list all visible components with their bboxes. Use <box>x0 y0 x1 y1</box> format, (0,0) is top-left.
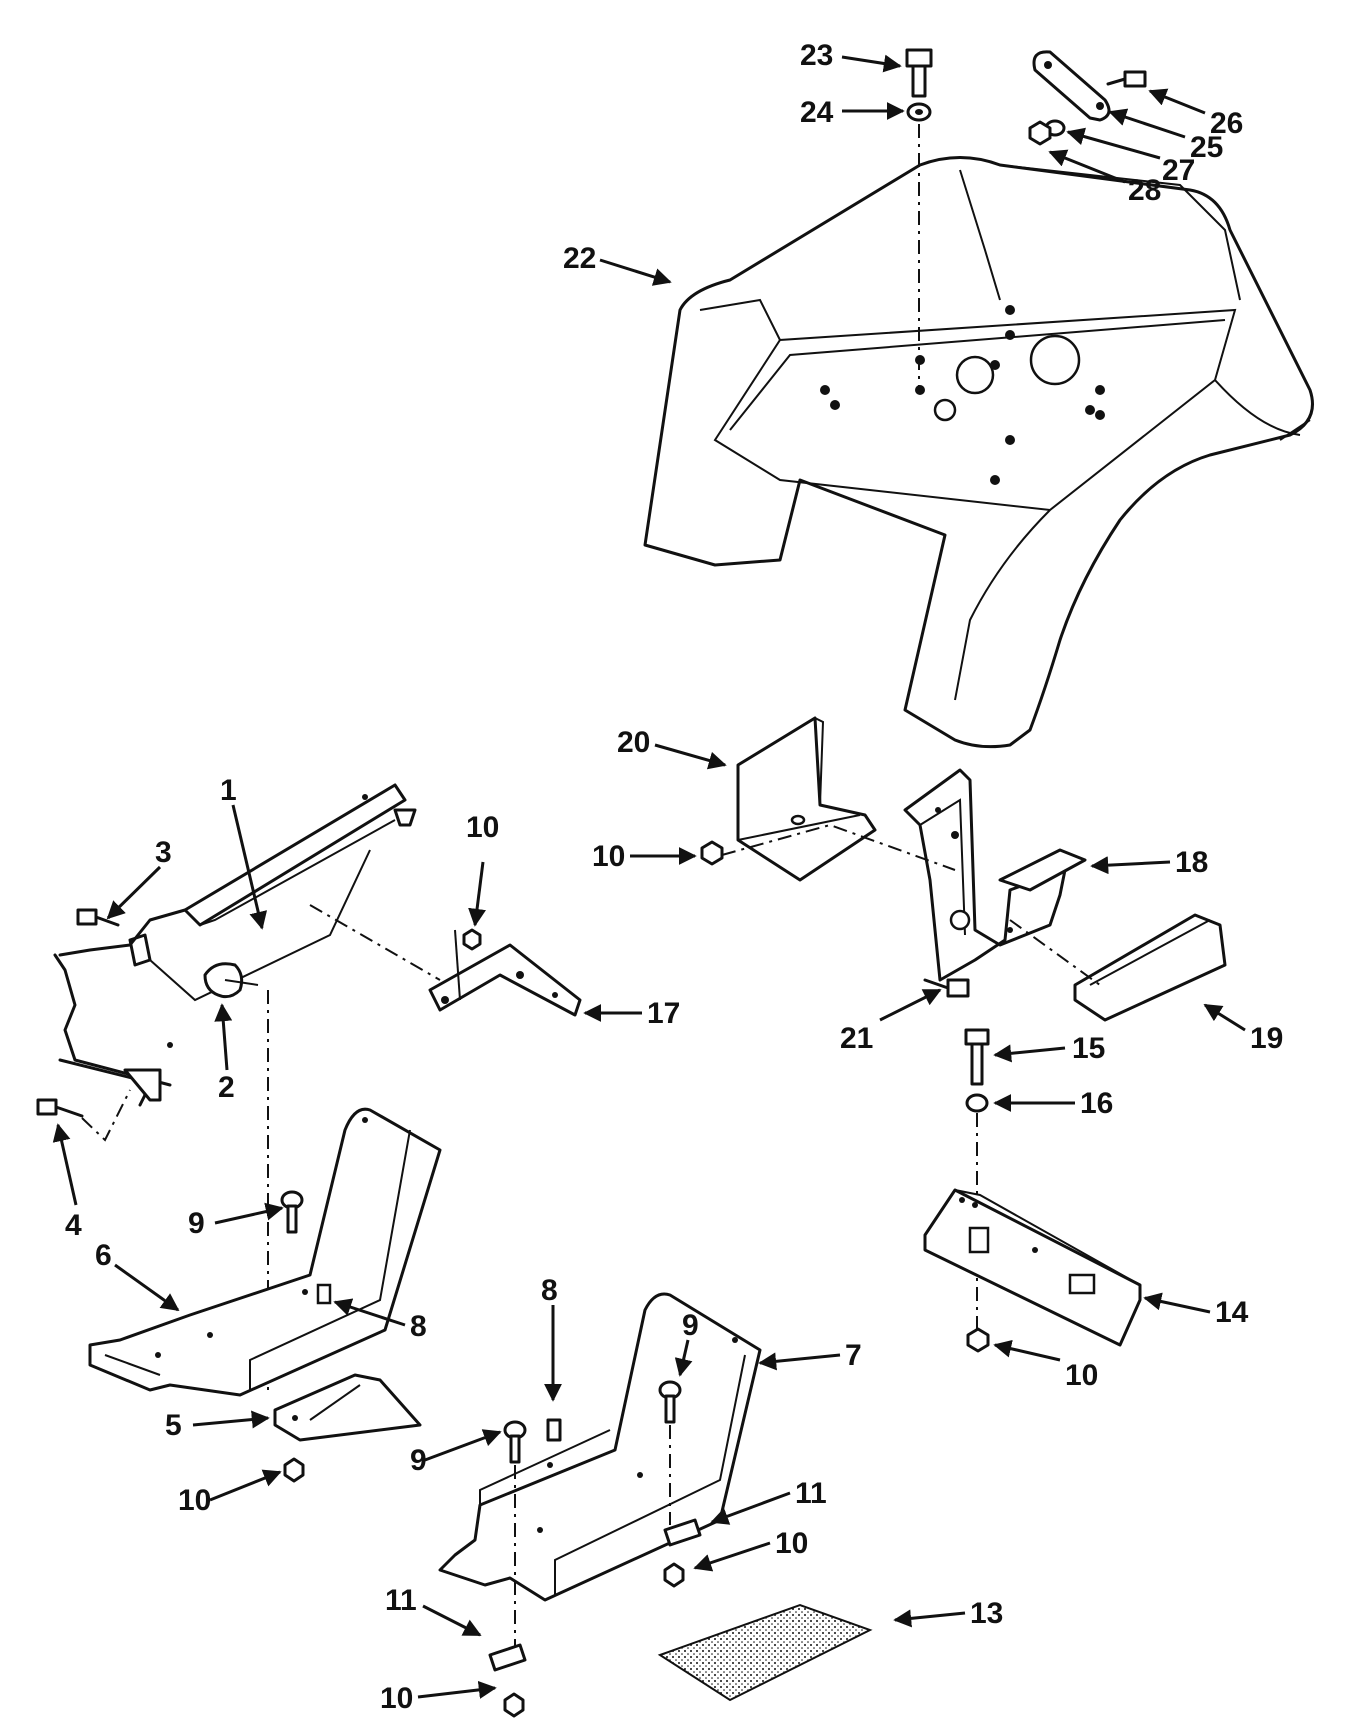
bolt-part-23 <box>905 48 933 98</box>
bolt-part-15 <box>964 1028 990 1086</box>
bolt-part-9 <box>280 1190 304 1234</box>
callout-3: 3 <box>155 836 172 869</box>
callout-arrows <box>52 54 1246 1699</box>
nut-part-10 <box>503 1692 525 1718</box>
callout-14: 14 <box>1215 1296 1249 1329</box>
callout-9-b: 9 <box>410 1444 427 1477</box>
callout-22: 22 <box>563 242 596 275</box>
bolt-part-9 <box>658 1380 682 1424</box>
bracket-part-5 <box>273 1373 422 1442</box>
callout-8-b: 8 <box>541 1274 558 1307</box>
callout-18: 18 <box>1175 846 1208 879</box>
clip-part-11 <box>663 1518 702 1547</box>
nut-part-10 <box>663 1562 685 1588</box>
callout-11-a: 11 <box>795 1477 827 1510</box>
nut-part-10 <box>966 1327 990 1353</box>
bolt-part-9 <box>503 1420 527 1464</box>
callout-1: 1 <box>220 774 237 807</box>
callout-13: 13 <box>970 1597 1003 1630</box>
callout-25: 25 <box>1190 131 1223 164</box>
screw-part-26 <box>1106 70 1147 88</box>
decal-part-13 <box>657 1603 873 1702</box>
nut-part-28 <box>1028 120 1052 146</box>
callout-10-e: 10 <box>775 1527 808 1560</box>
washer-part-16 <box>965 1093 989 1113</box>
callout-27: 27 <box>1162 154 1195 187</box>
screw-part-4 <box>36 1098 84 1118</box>
callout-7: 7 <box>845 1339 862 1372</box>
bracket-part-1 <box>53 783 407 1107</box>
nut-part-10 <box>462 928 482 951</box>
bracket-part-18 <box>903 768 1087 982</box>
callout-19: 19 <box>1250 1022 1283 1055</box>
footrest-part-7 <box>438 1292 762 1602</box>
nut-part-10 <box>283 1457 305 1483</box>
screw-part-3 <box>76 908 120 927</box>
callout-9-a: 9 <box>188 1207 205 1240</box>
leader-line <box>1009 919 1101 986</box>
callout-labels: 23 24 26 25 27 28 22 20 18 10 21 19 15 1… <box>65 39 1283 1715</box>
callout-23: 23 <box>800 39 833 72</box>
callout-28: 28 <box>1128 174 1161 207</box>
callout-21: 21 <box>840 1022 873 1055</box>
nut-part-10 <box>700 840 724 866</box>
fender-part-22 <box>643 156 1314 749</box>
callout-17: 17 <box>647 997 680 1030</box>
callout-16: 16 <box>1080 1087 1113 1120</box>
footrest-part-6 <box>88 1107 442 1397</box>
leader-line <box>81 1089 131 1142</box>
bracket-part-14 <box>923 1188 1142 1347</box>
callout-10-d: 10 <box>178 1484 211 1517</box>
bracket-part-20 <box>736 716 877 882</box>
callout-8-a: 8 <box>410 1310 427 1343</box>
callout-5: 5 <box>165 1409 182 1442</box>
bracket-part-17 <box>428 929 582 1017</box>
leader-line <box>309 904 441 981</box>
callout-2: 2 <box>218 1071 235 1104</box>
plate-part-25 <box>1032 50 1111 122</box>
callout-10-a: 10 <box>592 840 625 873</box>
knob-part-2 <box>203 962 259 999</box>
callout-10-b: 10 <box>1065 1359 1098 1392</box>
callout-11-b: 11 <box>385 1584 417 1617</box>
callout-4: 4 <box>65 1209 82 1242</box>
callout-20: 20 <box>617 726 650 759</box>
callout-26: 26 <box>1210 107 1243 140</box>
callout-9-c: 9 <box>682 1309 699 1342</box>
clip-part <box>393 808 417 827</box>
callout-15: 15 <box>1072 1032 1105 1065</box>
callout-10-c: 10 <box>466 811 499 844</box>
clip-part-11 <box>488 1643 527 1672</box>
callout-6: 6 <box>95 1239 112 1272</box>
bolt-part-21 <box>923 978 970 998</box>
leader-line <box>721 823 956 871</box>
washer-part-24 <box>906 102 932 122</box>
callout-10-f: 10 <box>380 1682 413 1715</box>
callout-24: 24 <box>800 96 834 129</box>
bracket-part-19 <box>1073 913 1227 1022</box>
